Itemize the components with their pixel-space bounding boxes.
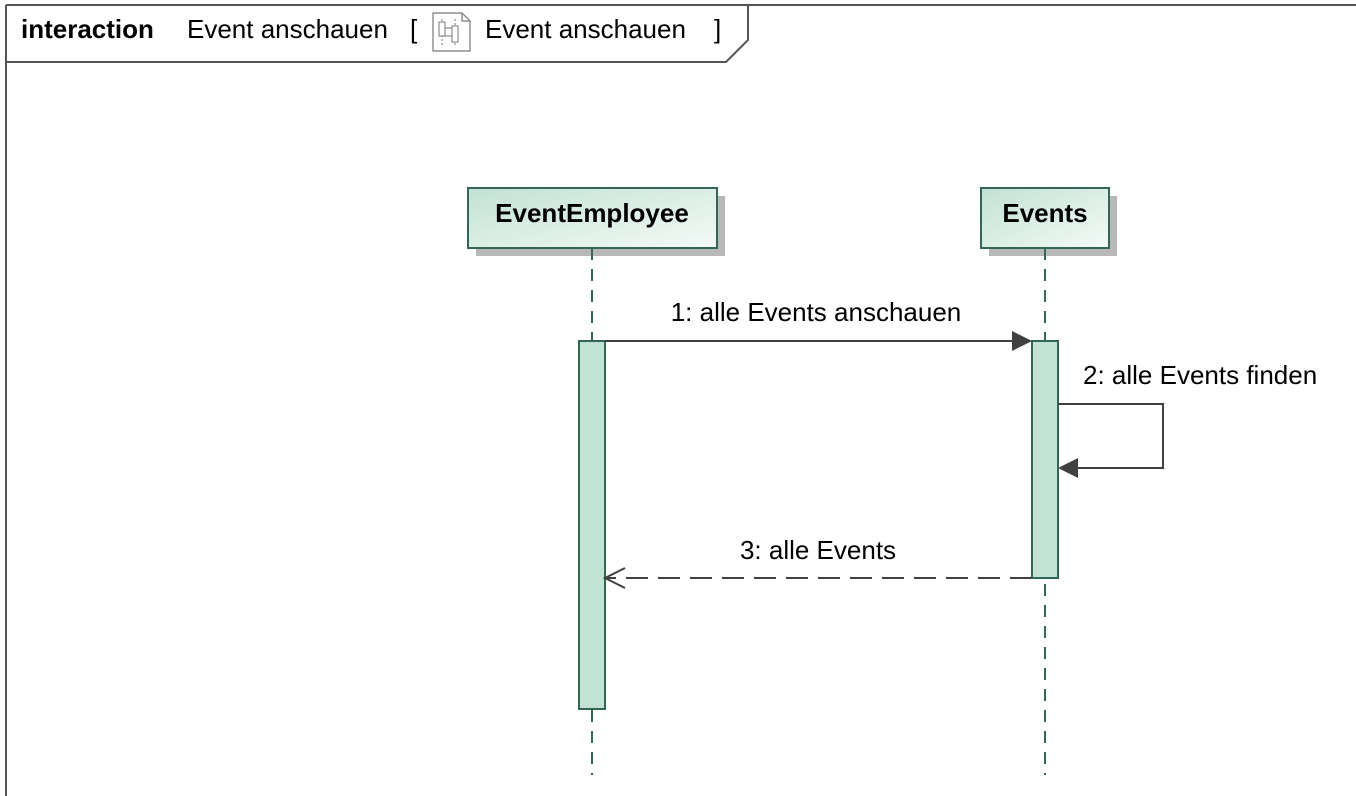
- message-2: 2: alle Events finden: [1058, 360, 1317, 478]
- lifeline-label: EventEmployee: [495, 198, 689, 228]
- frame-name: Event anschauen: [187, 14, 388, 44]
- arrow-head-filled: [1058, 458, 1078, 478]
- frame-bracket-close: ]: [714, 14, 721, 44]
- frame-bracket-open: [: [410, 14, 418, 44]
- activation-bar: [1031, 340, 1059, 579]
- activation-bar: [578, 340, 606, 710]
- message-label: 3: alle Events: [740, 535, 896, 565]
- arrow-head-open: [602, 567, 626, 589]
- lifeline-eventemployee: EventEmployee: [467, 187, 725, 775]
- sequence-diagram-icon: [432, 12, 471, 52]
- message-3: 3: alle Events: [602, 535, 1032, 589]
- frame-name-tab: [6, 5, 749, 63]
- message-label: 2: alle Events finden: [1083, 360, 1317, 390]
- message-1: 1: alle Events anschauen: [605, 297, 1032, 351]
- interaction-frame: interaction Event anschauen [ Event ansc…: [5, 4, 1356, 796]
- lifeline-label: Events: [1002, 198, 1087, 228]
- lifeline-events: Events: [980, 187, 1117, 775]
- message-line: [1058, 403, 1164, 469]
- frame-diagram-ref: Event anschauen: [485, 14, 686, 44]
- frame-keyword: interaction: [21, 14, 154, 44]
- message-label: 1: alle Events anschauen: [671, 297, 962, 327]
- arrow-head-filled: [1012, 331, 1032, 351]
